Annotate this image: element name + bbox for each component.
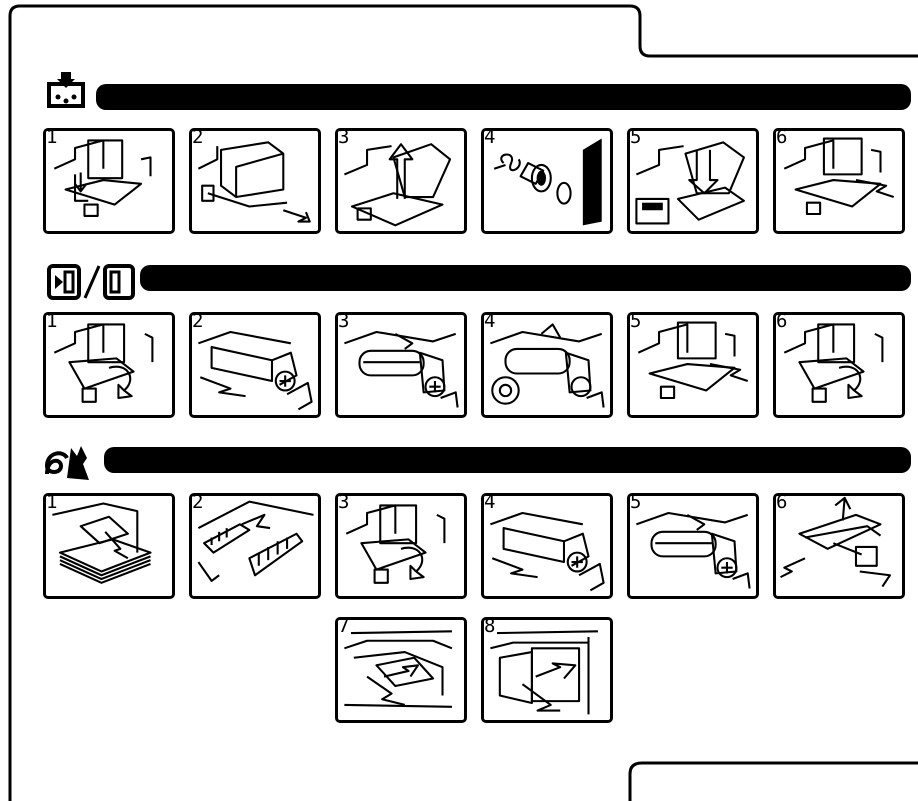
step-panel-misfeed-3: 3 bbox=[335, 493, 467, 599]
step-panel-toner-2: 2 bbox=[189, 128, 321, 234]
steps-row-toner: 1 2 3 4 5 6 bbox=[43, 128, 913, 238]
step-panel-toner-3: 3 bbox=[335, 128, 467, 234]
step-illustration-drum-remove bbox=[338, 315, 464, 415]
step-panel-misfeed-2: 2 bbox=[189, 493, 321, 599]
step-illustration-paper-stack bbox=[46, 496, 172, 596]
step-panel-toner-4: 4 bbox=[481, 128, 613, 234]
step-number: 4 bbox=[483, 493, 497, 512]
step-panel-toner-6: 6 bbox=[773, 128, 905, 234]
step-illustration-lever-turn bbox=[776, 315, 902, 415]
step-panel-misfeed-8: 8 bbox=[481, 617, 613, 723]
step-illustration-unit-pull-out bbox=[192, 131, 318, 231]
step-number: 3 bbox=[337, 312, 351, 331]
step-panel-toner-1: 1 bbox=[43, 128, 175, 234]
step-panel-drum-4: 4 bbox=[481, 312, 613, 418]
step-number: 3 bbox=[337, 128, 351, 147]
step-number: 6 bbox=[775, 493, 789, 512]
step-illustration-unit-push-back bbox=[630, 315, 756, 415]
step-number: 2 bbox=[191, 493, 205, 512]
step-panel-drum-2: 2 bbox=[189, 312, 321, 418]
step-number: 2 bbox=[191, 128, 205, 147]
step-number: 1 bbox=[45, 312, 59, 331]
steps-row-drum: 1 2 3 4 5 6 bbox=[43, 312, 913, 422]
step-number: 2 bbox=[191, 312, 205, 331]
step-illustration-lever-turn bbox=[46, 315, 172, 415]
step-illustration-lift-box bbox=[338, 131, 464, 231]
step-panel-misfeed-1: 1 bbox=[43, 493, 175, 599]
step-panel-misfeed-6: 6 bbox=[773, 493, 905, 599]
step-illustration-inner-cover bbox=[484, 620, 610, 720]
step-illustration-drum-pull-hand bbox=[192, 315, 318, 415]
step-panel-drum-1: 1 bbox=[43, 312, 175, 418]
step-number: 4 bbox=[483, 312, 497, 331]
step-illustration-drum-pull-hand bbox=[484, 496, 610, 596]
section-bar-drum bbox=[140, 265, 911, 291]
section-bar-misfeed bbox=[104, 447, 911, 473]
step-illustration-unit-push bbox=[46, 131, 172, 231]
step-panel-drum-5: 5 bbox=[627, 312, 759, 418]
drum-replace-icon bbox=[45, 262, 140, 302]
step-number: 1 bbox=[45, 493, 59, 512]
step-illustration-insert-box bbox=[630, 131, 756, 231]
step-number: 5 bbox=[629, 128, 643, 147]
step-panel-drum-3: 3 bbox=[335, 312, 467, 418]
step-illustration-unit-push-back bbox=[776, 131, 902, 231]
step-number: 6 bbox=[775, 128, 789, 147]
step-number: 3 bbox=[337, 493, 351, 512]
toner-replace-icon bbox=[45, 70, 89, 110]
step-number: 5 bbox=[629, 312, 643, 331]
step-number: 7 bbox=[337, 617, 351, 636]
step-illustration-drum-remove bbox=[630, 496, 756, 596]
step-panel-misfeed-7: 7 bbox=[335, 617, 467, 723]
step-number: 8 bbox=[483, 617, 497, 636]
steps-row-misfeed: 1 2 3 4 5 6 7 8 bbox=[43, 493, 913, 733]
section-bar-toner bbox=[96, 84, 911, 110]
step-illustration-inner-paper bbox=[338, 620, 464, 720]
step-panel-misfeed-4: 4 bbox=[481, 493, 613, 599]
step-number: 1 bbox=[45, 128, 59, 147]
step-illustration-paper-remove bbox=[776, 496, 902, 596]
step-number: 6 bbox=[775, 312, 789, 331]
step-number: 5 bbox=[629, 493, 643, 512]
step-panel-toner-5: 5 bbox=[627, 128, 759, 234]
paper-misfeed-icon bbox=[43, 444, 95, 482]
step-panel-misfeed-5: 5 bbox=[627, 493, 759, 599]
step-illustration-guide-open bbox=[192, 496, 318, 596]
step-panel-drum-6: 6 bbox=[773, 312, 905, 418]
step-number: 4 bbox=[483, 128, 497, 147]
step-illustration-drum-insert bbox=[484, 315, 610, 415]
step-illustration-spring-roller bbox=[484, 131, 610, 231]
step-illustration-lever-turn bbox=[338, 496, 464, 596]
